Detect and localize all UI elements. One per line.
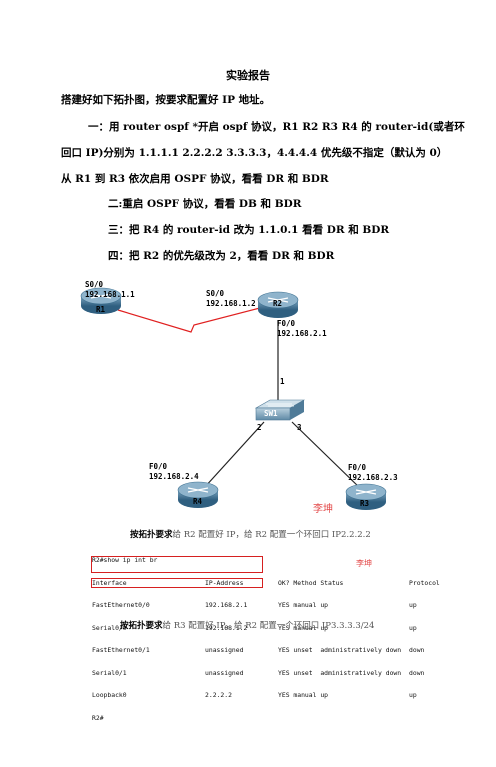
table-row: Loopback0 2.2.2.2 YES manual up up [92,691,450,700]
sw1-port-3-label: 3 [297,423,302,432]
r2-serial-ip-label: 192.168.1.2 [206,299,256,308]
task-statement: 搭建好如下拓扑图，按要求配置好 IP 地址。 [61,94,271,106]
row-status: YES manual up [278,623,329,632]
r4-interface-label: F0/0 [149,462,168,471]
caption-r3-text: 给 R3 配置好 IP，给 R2 配置一个环回口 IP3.3.3.3/24 [162,621,375,631]
row-protocol: up [409,691,417,699]
r2-serial-interface-label: S0/0 [206,289,225,298]
r4-name-label: R4 [193,497,203,506]
col-ip: IP-Address [205,578,244,587]
watermark-text: 李坤 [313,502,333,515]
row-interface: FastEthernet0/0 [92,601,150,609]
r3-interface-label: F0/0 [348,463,367,472]
row-interface: FastEthernet0/1 [92,646,150,654]
row-status: YES manual up [278,601,329,609]
terminal-watermark: 李坤 [356,559,372,568]
step-1-line-1: 一：用 router ospf *开启 ospf 协议，R1 R2 R3 R4 … [88,121,465,133]
r3-ip-label: 192.168.2.3 [348,473,398,482]
highlight-box-bottom [91,578,263,588]
link-sw1-r3 [291,421,363,491]
table-row: FastEthernet0/0 192.168.2.1 YES manual u… [92,601,450,610]
row-ip: 2.2.2.2 [205,691,232,699]
r1-interface-label: S0/0 [85,280,104,289]
row-ip: unassigned [205,668,244,677]
sw1-name-label: SW1 [264,409,278,418]
r1-name-label: R1 [96,305,106,314]
sw1-port-1-label: 1 [280,377,285,386]
caption-r3-config: 按拓扑要求给 R3 配置好 IP，给 R2 配置一个环回口 IP3.3.3.3/… [120,619,374,631]
router-r2[interactable] [257,291,299,318]
router-r3[interactable] [345,483,387,510]
r1-ip-label: 192.168.1.1 [85,290,135,299]
highlight-box-top [91,556,263,573]
step-4: 四：把 R2 的优先级改为 2，看看 DR 和 BDR [108,250,335,262]
row-ip: unassigned [205,646,244,654]
row-status: YES manual up [278,691,329,699]
row-ip: 192.168.2.1 [205,601,248,609]
row-status: YES unset administratively down [278,668,402,677]
terminal-command: R2#show ip int br [92,556,158,564]
col-protocol: Protocol [409,578,440,587]
row-protocol: down [409,646,425,654]
caption-r2-config: 按拓扑要求给 R2 配置好 IP，给 R2 配置一个环回口 IP2.2.2.2 [130,528,371,540]
caption-r2-text: 给 R2 配置好 IP，给 R2 配置一个环回口 IP2.2.2.2 [172,530,371,540]
network-topology-diagram: S0/0 192.168.1.1 R1 S0/0 192.168.1.2 R2 … [80,280,398,515]
col-status: OK? Method Status [278,578,344,587]
caption-r2-bold: 按拓扑要求 [130,530,173,540]
r3-name-label: R3 [360,499,370,508]
table-row: Serial0/0 192.168.1.2 YES manual up up [92,623,450,633]
row-protocol: up [409,623,417,632]
col-interface: Interface [92,578,127,587]
router-r4[interactable] [177,481,219,508]
serial-link [117,307,261,333]
row-status: YES unset administratively down [278,646,402,654]
table-row: Serial0/1 unassigned YES unset administr… [92,668,450,678]
report-title: 实验报告 [226,69,270,82]
row-ip: 192.168.1.2 [205,623,248,632]
step-1-line-3: 从 R1 到 R3 依次启用 OSPF 协议，看看 DR 和 BDR [61,173,329,185]
step-2: 二:重启 OSPF 协议，看看 DB 和 BDR [108,198,302,210]
router-r1[interactable] [80,287,122,314]
row-protocol: down [409,668,425,677]
switch-sw1[interactable] [254,399,306,421]
terminal-prompt: R2# [92,713,104,722]
row-interface: Loopback0 [92,691,127,699]
step-3: 三：把 R4 的 router-id 改为 1.1.0.1 看看 DR 和 BD… [108,224,390,236]
sw1-port-2-label: 2 [257,423,262,432]
row-interface: Serial0/0 [92,623,127,632]
r4-ip-label: 192.168.2.4 [149,472,199,481]
r2-fa-ip-label: 192.168.2.1 [277,329,327,338]
step-1-line-2: 回口 IP)分别为 1.1.1.1 2.2.2.2 3.3.3.3，4.4.4.… [61,147,448,159]
r2-fa-interface-label: F0/0 [277,319,296,328]
caption-r3-bold: 按拓扑要求 [120,621,163,631]
row-protocol: up [409,601,417,609]
link-sw1-r4 [203,421,265,489]
table-row: FastEthernet0/1 unassigned YES unset adm… [92,646,450,655]
terminal-output: R2#show ip int br Interface IP-Address O… [91,542,450,721]
row-interface: Serial0/1 [92,668,127,677]
r2-name-label: R2 [273,299,282,308]
